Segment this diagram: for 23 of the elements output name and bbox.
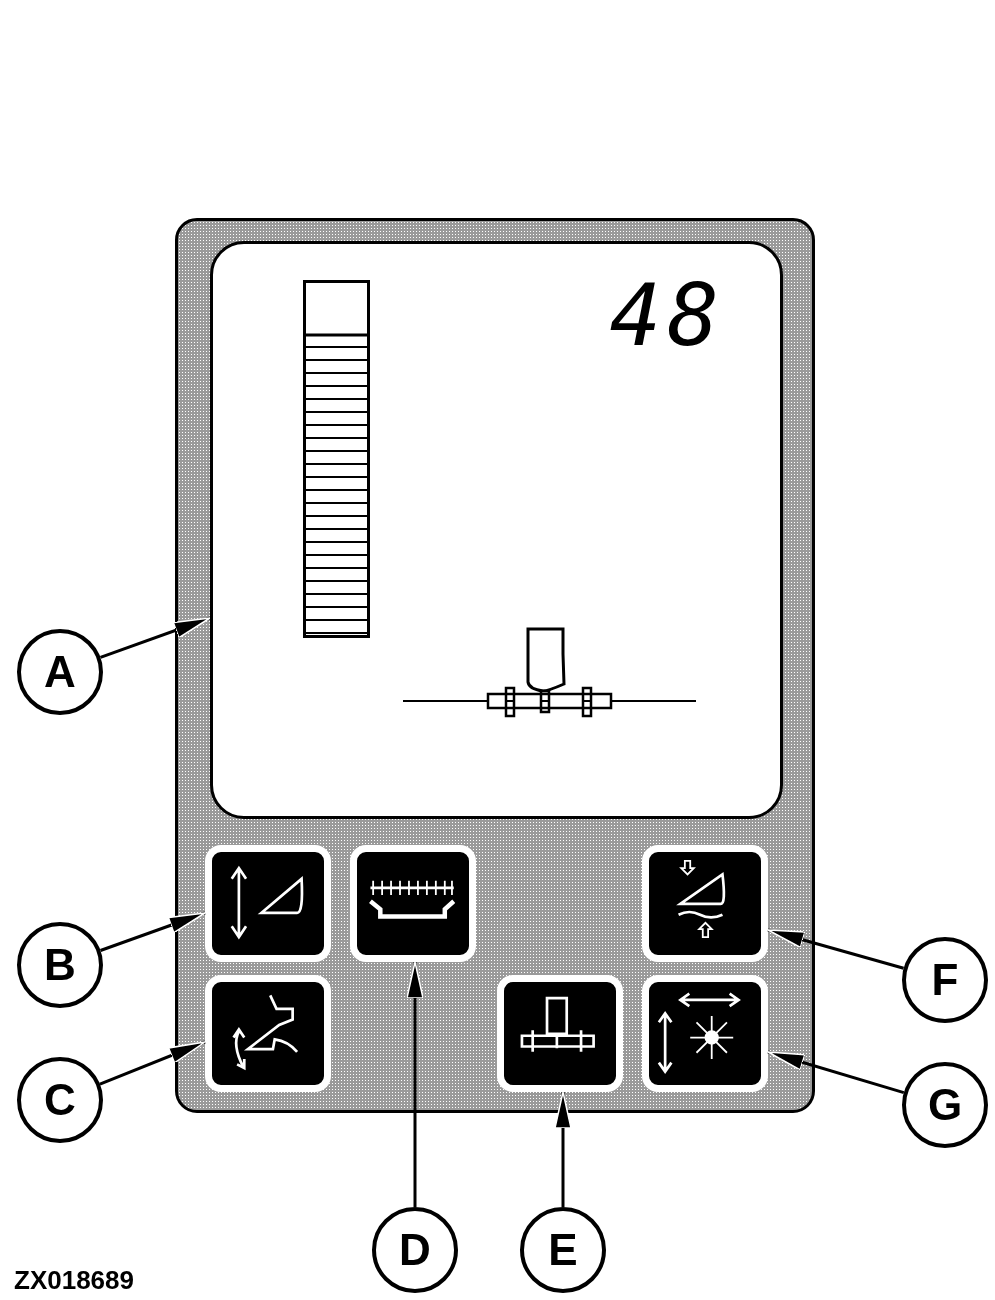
callout-letter: A: [17, 629, 103, 715]
callout-letter: D: [372, 1207, 458, 1293]
function-button: [642, 845, 768, 962]
leader-line: [99, 911, 206, 952]
function-button: [497, 975, 623, 1092]
callout-letter: G: [902, 1062, 988, 1148]
function-button: [205, 975, 331, 1092]
display-screen: [210, 241, 783, 819]
figure-code: ZX018689: [14, 1265, 134, 1296]
leader-line: [767, 928, 905, 970]
leader-line: [99, 1040, 206, 1086]
callout-letter: F: [902, 937, 988, 1023]
callout-letter: B: [17, 922, 103, 1008]
function-button: [642, 975, 768, 1092]
leader-line: [554, 1091, 572, 1207]
leader-line: [406, 961, 424, 1207]
function-button: [350, 845, 476, 962]
callout-letter: E: [520, 1207, 606, 1293]
callout-letter: C: [17, 1057, 103, 1143]
leader-line: [99, 616, 211, 659]
function-button: [205, 845, 331, 962]
digital-readout: 48: [609, 272, 725, 358]
leader-line: [767, 1050, 905, 1095]
